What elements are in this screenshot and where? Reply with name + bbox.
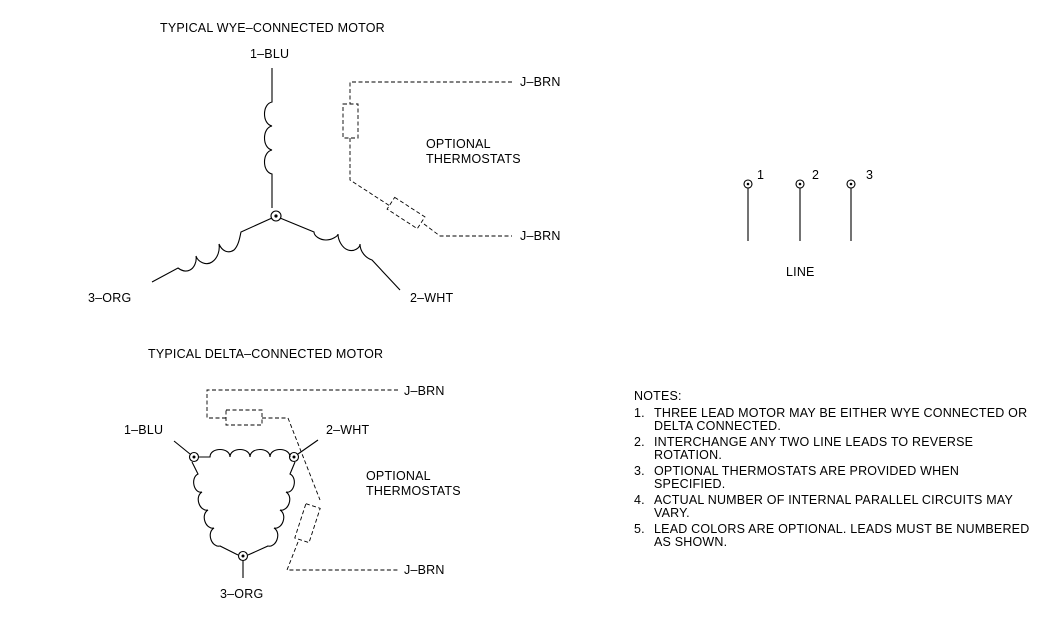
note-item: 2. INTERCHANGE ANY TWO LINE LEADS TO REV… [634,436,1034,462]
wye-thermostat-bottom-lead: J–BRN [520,229,561,243]
line-label: LINE [786,265,815,279]
wye-title: TYPICAL WYE–CONNECTED MOTOR [160,21,385,35]
note-item: 3. OPTIONAL THERMOSTATS ARE PROVIDED WHE… [634,465,1034,491]
note-text: ACTUAL NUMBER OF INTERNAL PARALLEL CIRCU… [654,493,1013,520]
wye-thermostat-label-1: OPTIONAL [426,137,491,151]
delta-thermostat-wire-bottom [286,541,398,571]
note-text: INTERCHANGE ANY TWO LINE LEADS TO REVERS… [654,435,974,462]
line-terminal-3-center [849,182,853,186]
delta-thermostat-bottom-lead: J–BRN [404,563,445,577]
note-item: 4. ACTUAL NUMBER OF INTERNAL PARALLEL CI… [634,494,1034,520]
note-item: 1. THREE LEAD MOTOR MAY BE EITHER WYE CO… [634,407,1034,433]
wye-coil-3 [151,217,273,283]
line-terminal-3-label: 3 [866,168,873,182]
wye-thermostat-top-lead: J–BRN [520,75,561,89]
wye-coil-1 [263,68,273,208]
wye-motor-diagram: TYPICAL WYE–CONNECTED MOTOR 1–BLU 3–ORG … [88,21,561,305]
note-number: 3. [634,464,645,478]
delta-title: TYPICAL DELTA–CONNECTED MOTOR [148,347,383,361]
delta-coil-right [247,461,296,556]
delta-lead-1-wire [173,440,191,455]
delta-node-3-center [241,554,245,558]
wye-lead-2-label: 2–WHT [410,291,454,305]
delta-node-3 [237,550,249,562]
delta-node-2-center [292,455,296,459]
line-terminal-1-center [746,182,750,186]
delta-coil-top [198,448,291,458]
wye-thermostat-1 [342,103,359,139]
note-number: 5. [634,522,645,536]
line-terminal-1-label: 1 [757,168,764,182]
delta-lead-1-label: 1–BLU [124,423,163,437]
delta-thermostat-2 [294,503,321,544]
delta-node-1-center [192,455,196,459]
wye-neutral-node [270,210,282,222]
wye-thermostat-wire-mid [349,138,391,207]
notes-heading: NOTES: [634,389,682,403]
delta-thermostat-1 [225,409,263,426]
delta-motor-diagram: TYPICAL DELTA–CONNECTED MOTOR 1–BLU 2–WH… [124,347,461,601]
note-number: 1. [634,406,645,420]
wye-lead-3-label: 3–ORG [88,291,131,305]
delta-node-2 [288,451,300,463]
wye-thermostat-wire-top [349,81,512,104]
notes-block: NOTES: 1. THREE LEAD MOTOR MAY BE EITHER… [634,390,1034,552]
wye-thermostat-2 [386,196,426,230]
line-terminal-2-center [798,182,802,186]
wye-thermostat-label-2: THERMOSTATS [426,152,521,166]
delta-lead-3-label: 3–ORG [220,587,263,601]
delta-lead-2-label: 2–WHT [326,423,370,437]
note-number: 2. [634,435,645,449]
delta-thermostat-label-2: THERMOSTATS [366,484,461,498]
delta-node-1 [188,451,200,463]
note-number: 4. [634,493,645,507]
wye-neutral-node-center [274,214,278,218]
note-text: LEAD COLORS ARE OPTIONAL. LEADS MUST BE … [654,522,1030,549]
line-terminal-2-label: 2 [812,168,819,182]
note-text: OPTIONAL THERMOSTATS ARE PROVIDED WHEN S… [654,464,960,491]
wye-thermostat-wire-bottom [423,223,512,237]
delta-thermostat-wire-top [206,389,398,419]
line-terminals: 1 2 3 LINE [743,168,873,279]
delta-coil-left [191,461,239,556]
delta-thermostat-wire-mid [262,417,321,501]
note-item: 5. LEAD COLORS ARE OPTIONAL. LEADS MUST … [634,523,1034,549]
delta-thermostat-label-1: OPTIONAL [366,469,431,483]
wye-coil-2 [279,217,401,291]
note-text: THREE LEAD MOTOR MAY BE EITHER WYE CONNE… [654,406,1028,433]
wye-lead-1-label: 1–BLU [250,47,289,61]
delta-thermostat-top-lead: J–BRN [404,384,445,398]
